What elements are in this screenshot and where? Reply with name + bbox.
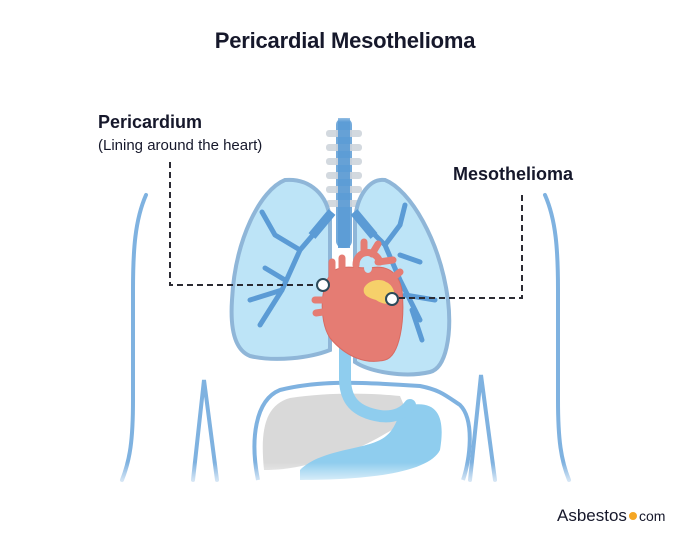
pericardium-marker bbox=[316, 278, 330, 292]
diagram-title: Pericardial Mesothelioma bbox=[214, 28, 476, 53]
pericardium-description: (Lining around the heart) bbox=[98, 137, 263, 154]
leader-lines bbox=[169, 162, 523, 299]
mesothelioma-marker bbox=[385, 292, 399, 306]
trachea bbox=[320, 110, 370, 248]
mesothelioma-label: Mesothelioma bbox=[453, 164, 574, 184]
mesothelioma-leader-line bbox=[393, 195, 523, 299]
logo-tld: com bbox=[638, 508, 666, 524]
logo-dot-icon bbox=[628, 512, 637, 520]
right-lung bbox=[229, 177, 332, 361]
pericardium-label: Pericardium bbox=[98, 112, 203, 132]
logo-brand: Asbestos bbox=[557, 506, 627, 525]
asbestos-logo: Asbestos com bbox=[557, 506, 665, 526]
pericardium-leader-line bbox=[169, 162, 322, 286]
